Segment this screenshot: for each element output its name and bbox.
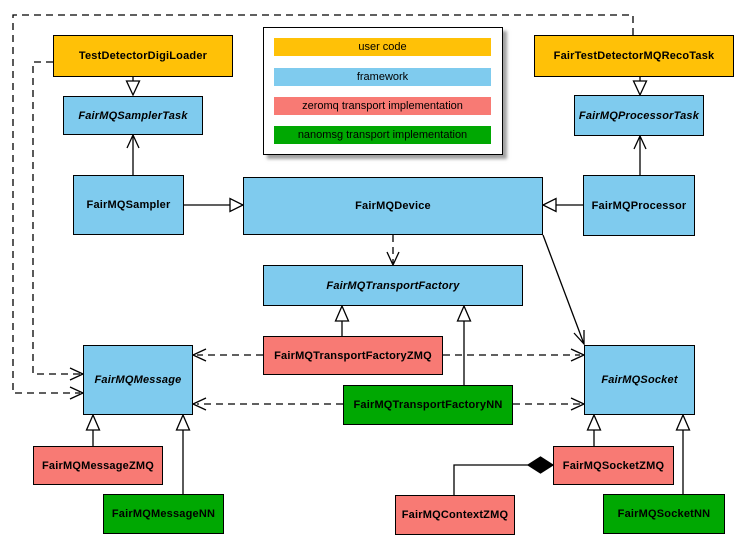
node-label: FairMQTransportFactoryNN [353, 399, 503, 411]
legend-item-zeromq: zeromq transport implementation [274, 97, 491, 115]
node-fairmq-transport-factory-nn: FairMQTransportFactoryNN [343, 385, 513, 425]
edge-tfzmq-transportfactory-generalization [334, 304, 350, 336]
node-fairmq-socket-zmq: FairMQSocketZMQ [553, 446, 674, 485]
edge-socketzmq-socket-generalization [586, 413, 602, 446]
edge-socketzmq-contextzmq-composition [453, 456, 555, 495]
node-fairmq-device: FairMQDevice [243, 177, 543, 235]
node-fairmq-transport-factory-zmq: FairMQTransportFactoryZMQ [263, 336, 443, 375]
node-fairmq-sampler-task: FairMQSamplerTask [63, 96, 203, 135]
node-fairmq-processor-task: FairMQProcessorTask [574, 95, 704, 136]
node-fair-test-detector-mq-reco-task: FairTestDetectorMQRecoTask [534, 35, 734, 77]
legend-label: zeromq transport implementation [302, 100, 463, 112]
edge-processor-device-generalization [541, 197, 583, 213]
node-fairmq-context-zmq: FairMQContextZMQ [395, 495, 515, 535]
node-label: FairMQSocket [601, 374, 678, 386]
edge-socketnn-socket-generalization [675, 413, 691, 494]
edge-messagenn-message-generalization [175, 413, 191, 494]
node-fairmq-processor: FairMQProcessor [583, 175, 695, 236]
legend-label: user code [358, 41, 407, 53]
node-label: FairMQMessage [94, 374, 182, 386]
edge-recotask-processortask-generalization [632, 77, 648, 97]
edge-sampler-device-generalization [184, 197, 245, 213]
node-label: FairMQSampler [86, 199, 171, 211]
node-label: FairMQTransportFactory [326, 279, 460, 292]
node-label: FairMQContextZMQ [401, 509, 509, 521]
node-label: FairMQTransportFactoryZMQ [274, 349, 432, 362]
legend-label: framework [356, 71, 409, 83]
edge-tfnn-transportfactory-generalization [456, 304, 472, 385]
edge-messagezmq-message-generalization [85, 413, 101, 446]
edge-sampler-samplertask-arrow [126, 133, 140, 175]
node-fairmq-message: FairMQMessage [83, 345, 193, 415]
edge-digiloader-samplertask-generalization [125, 77, 141, 97]
node-fairmq-socket: FairMQSocket [584, 345, 695, 415]
node-fairmq-transport-factory: FairMQTransportFactory [263, 265, 523, 306]
legend-item-user-code: user code [274, 38, 491, 56]
legend-item-nanomsg: nanomsg transport implementation [274, 126, 491, 144]
node-label: FairMQMessageNN [111, 508, 216, 520]
legend: user code framework zeromq transport imp… [263, 27, 503, 155]
node-label: FairTestDetectorMQRecoTask [553, 50, 715, 62]
edge-tfnn-socket-dependency [513, 397, 586, 411]
node-label: FairMQSamplerTask [78, 109, 188, 122]
legend-label: nanomsg transport implementation [297, 129, 468, 141]
node-label: FairMQMessageZMQ [41, 459, 154, 472]
node-label: TestDetectorDigiLoader [78, 50, 208, 62]
node-label: FairMQSocketNN [617, 508, 711, 520]
edge-device-transportfactory-dependency [386, 235, 400, 267]
node-label: FairMQSocketZMQ [562, 459, 665, 472]
edge-tfnn-message-dependency [191, 397, 343, 411]
node-fairmq-message-nn: FairMQMessageNN [103, 494, 224, 534]
node-label: FairMQProcessor [591, 199, 687, 212]
node-test-detector-digi-loader: TestDetectorDigiLoader [53, 35, 233, 77]
legend-item-framework: framework [274, 68, 491, 86]
node-label: FairMQDevice [355, 200, 431, 212]
node-label: FairMQProcessorTask [578, 109, 700, 122]
edge-device-socket-arrow [542, 234, 585, 346]
edge-processor-processortask-arrow [633, 134, 647, 175]
node-fairmq-message-zmq: FairMQMessageZMQ [33, 446, 163, 485]
node-fairmq-socket-nn: FairMQSocketNN [603, 494, 725, 534]
edge-tfzmq-message-dependency [191, 348, 263, 362]
node-fairmq-sampler: FairMQSampler [73, 175, 184, 235]
